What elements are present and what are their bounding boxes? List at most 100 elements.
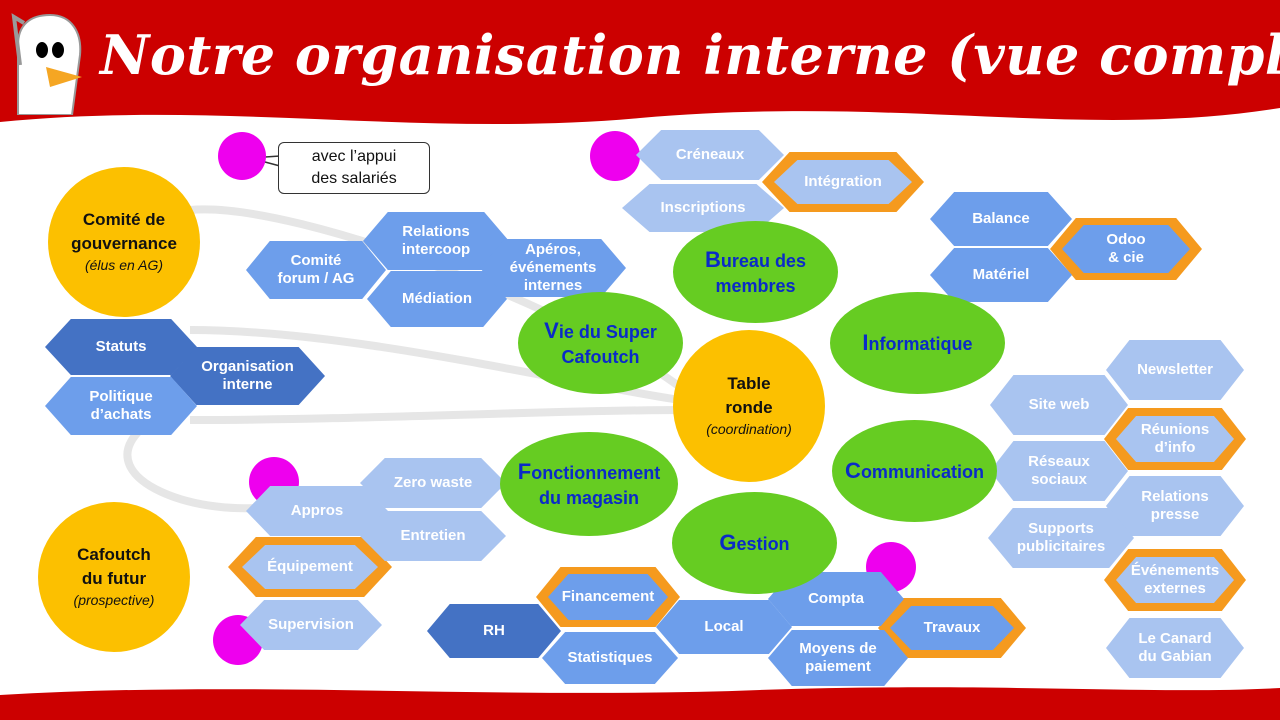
circle-gestion[interactable]: Gestion bbox=[672, 492, 837, 594]
hex-label: Statuts bbox=[95, 338, 147, 355]
circle-label: ommunication bbox=[860, 461, 984, 482]
hex-label: événements bbox=[509, 259, 597, 276]
circle-table-ronde[interactable]: Table ronde (coordination) bbox=[673, 330, 825, 482]
marker-dot bbox=[218, 132, 266, 180]
circle-sublabel: (prospective) bbox=[73, 592, 155, 608]
hex-label: Inscriptions bbox=[660, 199, 746, 216]
hex-label: Réseaux bbox=[1028, 453, 1090, 470]
hex-label: Entretien bbox=[400, 527, 466, 544]
hex-financement[interactable]: Financement bbox=[548, 574, 668, 620]
circle-label: onctionnement bbox=[531, 463, 661, 483]
hex-label: interne bbox=[222, 376, 273, 393]
hex-label: Matériel bbox=[972, 266, 1030, 283]
hex-creneaux[interactable]: Créneaux bbox=[636, 130, 784, 180]
circle-comite-gouvernance[interactable]: Comité de gouvernance (élus en AG) bbox=[48, 167, 200, 317]
hex-label: Financement bbox=[561, 588, 655, 605]
hex-label: Comité bbox=[290, 252, 342, 269]
hex-label: Local bbox=[704, 618, 744, 635]
circle-label: gouvernance bbox=[71, 234, 177, 254]
circle-sublabel: (coordination) bbox=[706, 421, 792, 437]
hex-integration[interactable]: Intégration bbox=[774, 160, 912, 204]
hex-travaux[interactable]: Travaux bbox=[890, 606, 1014, 650]
hex-label: Balance bbox=[972, 210, 1030, 227]
circle-label: estion bbox=[736, 533, 790, 554]
circle-vie-super-cafoutch[interactable]: Vie du Super Cafoutch bbox=[518, 292, 683, 394]
hex-rh[interactable]: RH bbox=[427, 604, 561, 658]
hex-label: publicitaires bbox=[1016, 538, 1106, 555]
circle-label: ronde bbox=[725, 398, 773, 418]
hex-label: Relations bbox=[1141, 488, 1209, 505]
hex-label: internes bbox=[523, 277, 583, 294]
circle-communication[interactable]: Communication bbox=[832, 420, 997, 522]
hex-label: Intégration bbox=[804, 173, 882, 190]
circle-fonctionnement-magasin[interactable]: Fonctionnement du magasin bbox=[500, 432, 678, 536]
hex-label: Équipement bbox=[267, 558, 353, 575]
circle-label-cap: F bbox=[517, 459, 532, 484]
hex-zero-waste[interactable]: Zero waste bbox=[360, 458, 506, 508]
hex-label: Compta bbox=[808, 590, 864, 607]
hex-label: RH bbox=[483, 622, 505, 639]
hex-label: externes bbox=[1144, 580, 1206, 597]
hex-statistiques[interactable]: Statistiques bbox=[542, 632, 678, 684]
hex-label: sociaux bbox=[1031, 471, 1087, 488]
hex-inscriptions[interactable]: Inscriptions bbox=[622, 184, 784, 232]
hex-odoo[interactable]: Odoo& cie bbox=[1062, 225, 1190, 273]
hex-materiel[interactable]: Matériel bbox=[930, 248, 1072, 302]
hex-equipement[interactable]: Équipement bbox=[242, 545, 378, 589]
circle-label: Table bbox=[727, 374, 771, 394]
hex-label: intercoop bbox=[401, 241, 471, 258]
hex-newsletter[interactable]: Newsletter bbox=[1106, 340, 1244, 400]
circle-label: ureau des bbox=[720, 251, 806, 271]
circle-label: Cafoutch bbox=[77, 545, 151, 565]
hex-label: Newsletter bbox=[1137, 361, 1213, 378]
hex-site-web[interactable]: Site web bbox=[990, 375, 1128, 435]
hex-entretien[interactable]: Entretien bbox=[360, 511, 506, 561]
title-banner bbox=[0, 0, 1280, 125]
circle-label: membres bbox=[715, 275, 796, 296]
hex-label: Appros bbox=[290, 502, 344, 519]
circle-label: ie du Super bbox=[558, 322, 657, 342]
hex-local[interactable]: Local bbox=[656, 600, 792, 654]
page-title: Notre organisation interne (vue complète… bbox=[100, 23, 1280, 87]
circle-label-cap: C bbox=[845, 457, 861, 483]
hex-label: Apéros, bbox=[525, 241, 581, 258]
hex-label: Site web bbox=[1028, 396, 1090, 413]
hex-label: Médiation bbox=[402, 290, 472, 307]
hex-label: Supervision bbox=[268, 616, 354, 633]
hex-label: Politique bbox=[89, 388, 153, 405]
hex-label: presse bbox=[1150, 506, 1200, 523]
circle-informatique[interactable]: Informatique bbox=[830, 292, 1005, 394]
marker-dot bbox=[590, 131, 640, 181]
circle-cafoutch-futur[interactable]: Cafoutch du futur (prospective) bbox=[38, 502, 190, 652]
hex-mediation[interactable]: Médiation bbox=[367, 271, 507, 327]
hex-label: & cie bbox=[1108, 249, 1144, 266]
circle-bureau-membres[interactable]: Bureau des membres bbox=[673, 221, 838, 323]
hex-label: Relations bbox=[402, 223, 470, 240]
hex-balance[interactable]: Balance bbox=[930, 192, 1072, 246]
hex-label: Odoo bbox=[1106, 231, 1146, 248]
hex-label: Zero waste bbox=[393, 474, 473, 491]
circle-label-cap: I bbox=[862, 329, 869, 355]
hex-supervision[interactable]: Supervision bbox=[240, 600, 382, 650]
hex-appros[interactable]: Appros bbox=[246, 486, 388, 536]
circle-label: nformatique bbox=[868, 333, 973, 354]
circle-label: Comité de bbox=[82, 210, 166, 230]
hex-label: du Gabian bbox=[1138, 648, 1212, 665]
callout-line-1: avec l’appui bbox=[311, 148, 397, 166]
hex-label: Le Canard bbox=[1138, 630, 1212, 647]
callout-line-2: des salariés bbox=[311, 170, 397, 187]
hex-statuts[interactable]: Statuts bbox=[45, 319, 197, 375]
